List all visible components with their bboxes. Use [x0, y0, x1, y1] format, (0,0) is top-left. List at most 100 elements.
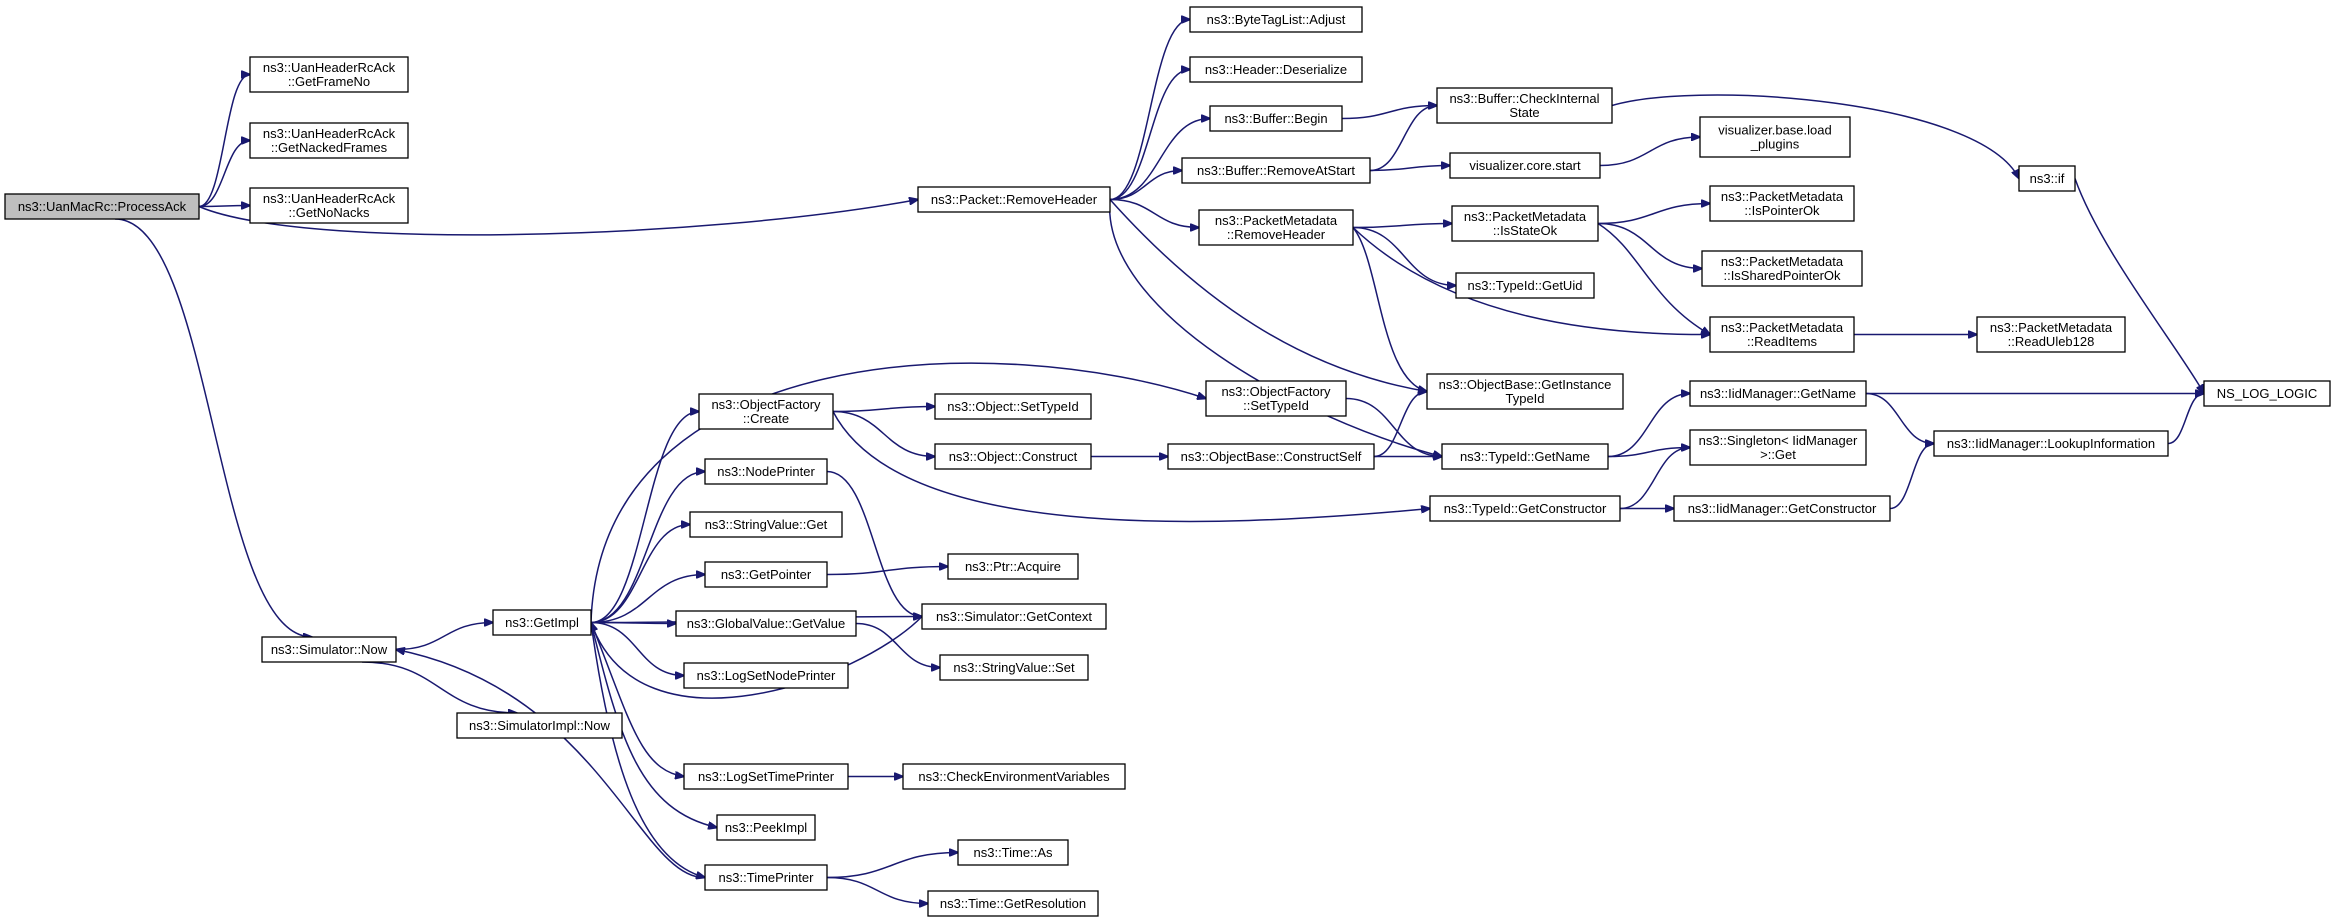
edge-getimpl-to-stringvalueget	[590, 525, 690, 624]
node-box	[249, 56, 409, 93]
node-box	[2018, 165, 2076, 192]
node-label: ::Create	[743, 411, 789, 426]
node-pmremoveheader[interactable]: ns3::PacketMetadata::RemoveHeader	[1198, 209, 1354, 246]
edge-packetremoveheader-to-pmremoveheader	[1109, 198, 1199, 228]
node-simimplnow[interactable]: ns3::SimulatorImpl::Now	[456, 712, 623, 739]
node-iidgetconstructor[interactable]: ns3::IidManager::GetConstructor	[1673, 495, 1891, 522]
node-nodeprinter[interactable]: ns3::NodePrinter	[704, 458, 828, 485]
node-typeidgetuid[interactable]: ns3::TypeId::GetUid	[1455, 272, 1595, 299]
node-box	[902, 763, 1126, 790]
node-box	[921, 603, 1107, 630]
node-box	[492, 609, 592, 636]
node-root[interactable]: ns3::UanMacRc::ProcessAck	[4, 193, 200, 220]
node-ofsettypeid[interactable]: ns3::ObjectFactory::SetTypeId	[1205, 380, 1347, 417]
node-box	[1933, 430, 2169, 457]
node-layer: ns3::UanMacRc::ProcessAck ns3::UanHeaderR…	[4, 6, 2331, 917]
node-objconstruct[interactable]: ns3::Object::Construct	[934, 443, 1092, 470]
node-box	[1436, 87, 1613, 124]
node-label: ::GetNoNacks	[289, 205, 370, 220]
edge-ofcreate-to-typeidgetconstructor	[832, 411, 1430, 523]
edge-getimpl-to-ofsettypeid	[590, 362, 1206, 623]
edge-typeidgetconstructor-to-singletonget	[1619, 448, 1690, 510]
node-timeprinter[interactable]: ns3::TimePrinter	[704, 864, 828, 891]
node-simgetcontext[interactable]: ns3::Simulator::GetContext	[921, 603, 1107, 630]
node-label: ns3::SimulatorImpl::Now	[469, 718, 610, 733]
node-label: ::RemoveHeader	[1227, 227, 1326, 242]
node-label: ns3::StringValue::Get	[705, 517, 828, 532]
node-pmreaditems[interactable]: ns3::PacketMetadata::ReadItems	[1709, 316, 1855, 353]
node-stringvalueget[interactable]: ns3::StringValue::Get	[689, 511, 843, 538]
node-label: ns3::TimePrinter	[719, 870, 815, 885]
node-packetremoveheader[interactable]: ns3::Packet::RemoveHeader	[917, 186, 1111, 213]
node-nsloglogic[interactable]: NS_LOG_LOGIC	[2203, 380, 2331, 407]
node-label: ::IsStateOk	[1493, 223, 1558, 238]
node-iidgetname[interactable]: ns3::IidManager::GetName	[1689, 380, 1867, 407]
node-label: visualizer.core.start	[1469, 158, 1581, 173]
node-simnow[interactable]: ns3::Simulator::Now	[261, 636, 397, 663]
node-stringvalueset[interactable]: ns3::StringValue::Set	[939, 654, 1089, 681]
node-ptracquire[interactable]: ns3::Ptr::Acquire	[947, 553, 1079, 580]
edge-timeprinter-to-timeas	[826, 853, 958, 879]
node-peekimpl[interactable]: ns3::PeekImpl	[716, 814, 816, 841]
node-box	[698, 393, 834, 430]
node-bufferremoveatstart[interactable]: ns3::Buffer::RemoveAtStart	[1181, 157, 1371, 184]
node-ns3if[interactable]: ns3::if	[2018, 165, 2076, 192]
node-box	[675, 610, 857, 637]
edge-packetremoveheader-to-objbasegetinstancetypeid	[1109, 198, 1427, 392]
node-visualizerbaseload[interactable]: visualizer.base.load_plugins	[1699, 116, 1851, 158]
node-ofcreate[interactable]: ns3::ObjectFactory::Create	[698, 393, 834, 430]
node-bytetaglistadjust[interactable]: ns3::ByteTagList::Adjust	[1189, 6, 1363, 33]
edge-timeprinter-to-simnow	[396, 650, 706, 879]
node-box	[249, 187, 409, 224]
node-pmisstateok[interactable]: ns3::PacketMetadata::IsStateOk	[1451, 205, 1599, 242]
node-label: ns3::IidManager::GetConstructor	[1688, 501, 1877, 516]
node-getimpl[interactable]: ns3::GetImpl	[492, 609, 592, 636]
node-bufferbegin[interactable]: ns3::Buffer::Begin	[1209, 105, 1343, 132]
node-getframeno[interactable]: ns3::UanHeaderRcAck::GetFrameNo	[249, 56, 409, 93]
node-label: ns3::Buffer::RemoveAtStart	[1197, 163, 1355, 178]
node-checkenv[interactable]: ns3::CheckEnvironmentVariables	[902, 763, 1126, 790]
node-label: >::Get	[1760, 447, 1796, 462]
node-label: visualizer.base.load	[1718, 123, 1831, 138]
node-label: ns3::UanHeaderRcAck	[263, 191, 396, 206]
node-objbaseconstructself[interactable]: ns3::ObjectBase::ConstructSelf	[1167, 443, 1375, 470]
node-getnackedframes[interactable]: ns3::UanHeaderRcAck::GetNackedFrames	[249, 122, 409, 159]
node-label: ns3::PacketMetadata	[1215, 213, 1338, 228]
node-globalvalueget[interactable]: ns3::GlobalValue::GetValue	[675, 610, 857, 637]
node-pmreaduleb128[interactable]: ns3::PacketMetadata::ReadUleb128	[1976, 316, 2126, 353]
node-label: ::ReadItems	[1747, 334, 1818, 349]
node-singletonget[interactable]: ns3::Singleton< IidManager >::Get	[1689, 429, 1867, 466]
node-pmissharedpointerok[interactable]: ns3::PacketMetadata::IsSharedPointerOk	[1701, 250, 1863, 287]
node-headerdeserialize[interactable]: ns3::Header::Deserialize	[1189, 56, 1363, 83]
edge-buffercheckinternal-to-ns3if	[1611, 94, 2019, 178]
node-iidlookup[interactable]: ns3::IidManager::LookupInformation	[1933, 430, 2169, 457]
edge-bufferremoveatstart-to-visualizercorestart	[1369, 166, 1450, 172]
node-label: TypeId	[1505, 391, 1544, 406]
node-label: ns3::ByteTagList::Adjust	[1207, 12, 1346, 27]
node-box	[1441, 443, 1609, 470]
node-objsettypeid[interactable]: ns3::Object::SetTypeId	[934, 393, 1092, 420]
node-logsetnodeprinter[interactable]: ns3::LogSetNodePrinter	[683, 662, 849, 689]
node-getnonacks[interactable]: ns3::UanHeaderRcAck::GetNoNacks	[249, 187, 409, 224]
edge-pmremoveheader-to-typeidgetuid	[1352, 226, 1456, 286]
node-typeidgetname[interactable]: ns3::TypeId::GetName	[1441, 443, 1609, 470]
node-label: ns3::PacketMetadata	[1721, 320, 1844, 335]
node-label: ::GetFrameNo	[288, 74, 370, 89]
node-visualizercorestart[interactable]: visualizer.core.start	[1449, 152, 1601, 179]
node-timegetres[interactable]: ns3::Time::GetResolution	[927, 890, 1099, 917]
node-box	[2203, 380, 2331, 407]
node-label: ns3::PacketMetadata	[1721, 254, 1844, 269]
node-label: ns3::Packet::RemoveHeader	[931, 192, 1098, 207]
node-label: ::ReadUleb128	[2008, 334, 2095, 349]
node-logsettimeprinter[interactable]: ns3::LogSetTimePrinter	[683, 763, 849, 790]
node-label: ns3::UanHeaderRcAck	[263, 60, 396, 75]
node-label: State	[1509, 105, 1539, 120]
node-typeidgetconstructor[interactable]: ns3::TypeId::GetConstructor	[1429, 495, 1621, 522]
node-timeas[interactable]: ns3::Time::As	[957, 839, 1069, 866]
node-pmispointerok[interactable]: ns3::PacketMetadata::IsPointerOk	[1709, 185, 1855, 222]
edge-globalvalueget-to-stringvalueset	[855, 622, 940, 668]
node-label: ns3::Object::Construct	[949, 449, 1078, 464]
node-getpointer[interactable]: ns3::GetPointer	[704, 561, 828, 588]
